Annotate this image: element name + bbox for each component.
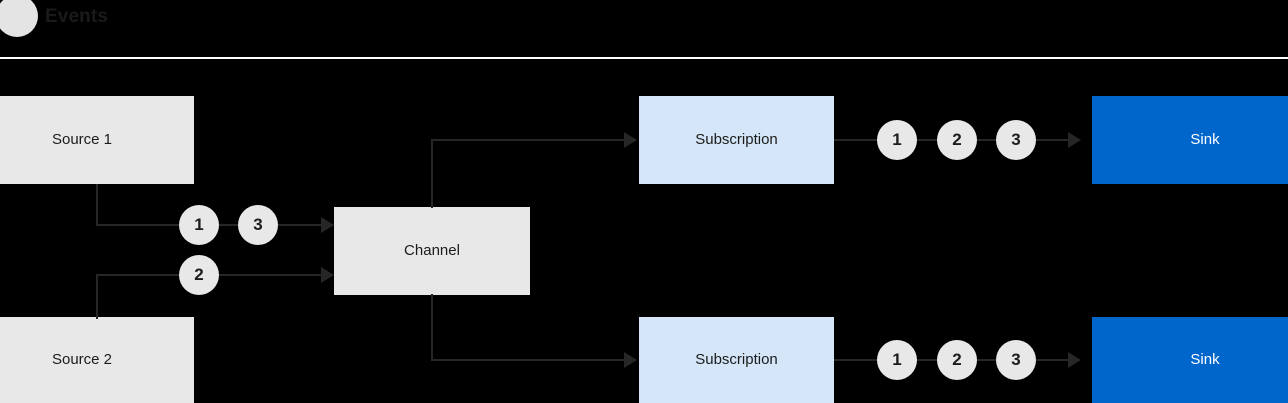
node-subscription-bottom[interactable]: Subscription bbox=[639, 317, 834, 403]
node-source-2-label: Source 2 bbox=[51, 351, 113, 368]
node-source-1[interactable]: Source 1 bbox=[0, 96, 194, 184]
token-top-1: 1 bbox=[877, 120, 917, 160]
node-sink-bottom-label: Sink bbox=[1190, 351, 1220, 368]
token-label: 1 bbox=[194, 215, 204, 234]
arrowhead-source1-to-channel bbox=[321, 217, 334, 233]
node-source-2[interactable]: Source 2 bbox=[0, 317, 194, 403]
arrowhead-channel-to-subscription-top bbox=[624, 132, 637, 148]
node-subscription-bottom-label: Subscription bbox=[695, 351, 778, 368]
arrowhead-channel-to-subscription-bottom bbox=[624, 352, 637, 368]
token-label: 2 bbox=[952, 130, 962, 149]
node-sink-bottom[interactable]: Sink bbox=[1092, 317, 1288, 403]
connector-source2-vertical bbox=[96, 274, 98, 319]
token-label: 3 bbox=[1011, 350, 1021, 369]
token-label: 3 bbox=[253, 215, 263, 234]
token-source2-2: 2 bbox=[179, 255, 219, 295]
token-label: 1 bbox=[892, 130, 902, 149]
connector-channel-bottom-vertical bbox=[431, 294, 433, 361]
arrowhead-subscription-bottom-to-sink bbox=[1068, 352, 1081, 368]
connector-channel-top-vertical bbox=[431, 139, 433, 208]
token-source1-3: 3 bbox=[238, 205, 278, 245]
arrowhead-subscription-top-to-sink bbox=[1068, 132, 1081, 148]
node-channel-label: Channel bbox=[404, 242, 460, 259]
node-sink-top[interactable]: Sink bbox=[1092, 96, 1288, 184]
node-channel[interactable]: Channel bbox=[334, 207, 530, 295]
header-divider bbox=[0, 57, 1288, 59]
token-bottom-1: 1 bbox=[877, 340, 917, 380]
token-bottom-3: 3 bbox=[996, 340, 1036, 380]
connector-source1-vertical bbox=[96, 184, 98, 226]
token-label: 2 bbox=[952, 350, 962, 369]
connector-channel-bottom-horizontal bbox=[431, 359, 626, 361]
token-label: 1 bbox=[892, 350, 902, 369]
token-bottom-2: 2 bbox=[937, 340, 977, 380]
token-label: 3 bbox=[1011, 130, 1021, 149]
token-source1-1: 1 bbox=[179, 205, 219, 245]
token-label: 2 bbox=[194, 265, 204, 284]
node-source-1-label: Source 1 bbox=[51, 131, 113, 148]
header-bar: Events bbox=[0, 0, 1288, 59]
events-dot-icon bbox=[0, 0, 38, 37]
node-sink-top-label: Sink bbox=[1190, 131, 1220, 148]
token-top-3: 3 bbox=[996, 120, 1036, 160]
page-title: Events bbox=[45, 6, 108, 27]
token-top-2: 2 bbox=[937, 120, 977, 160]
connector-channel-top-horizontal bbox=[431, 139, 626, 141]
arrowhead-source2-to-channel bbox=[321, 267, 334, 283]
node-subscription-top[interactable]: Subscription bbox=[639, 96, 834, 184]
node-subscription-top-label: Subscription bbox=[695, 131, 778, 148]
